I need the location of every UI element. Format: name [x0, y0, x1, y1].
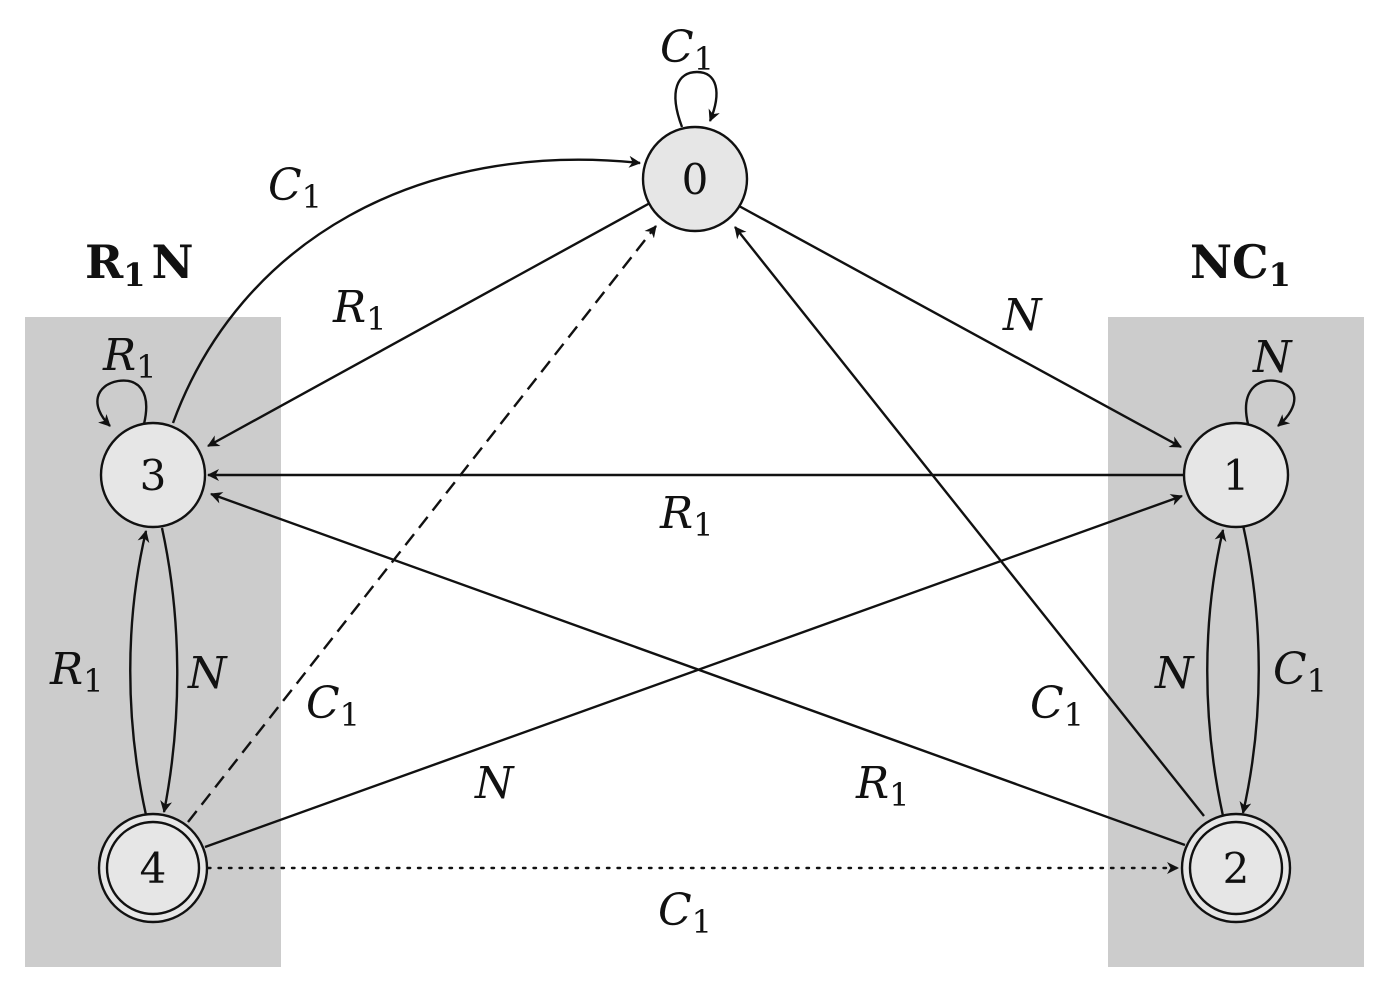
edge-4-1 [204, 494, 1183, 849]
state-2-label: 2 [1223, 844, 1250, 893]
edge-label-0-3: R1 [332, 282, 387, 338]
edge-4-3 [129, 530, 150, 816]
edge-1-1 [1245, 379, 1296, 427]
edge-label-4-2: C1 [658, 885, 712, 941]
edge-2-1 [1206, 529, 1227, 817]
edge-1-2 [1239, 524, 1260, 814]
edge-label-2-0: C1 [1030, 678, 1084, 734]
edge-label-3-0: C1 [268, 160, 322, 216]
edge-label-1-1: N [1252, 332, 1293, 383]
state-0-label: 0 [682, 155, 709, 204]
edge-2-3 [210, 492, 1186, 847]
edge-0-3 [207, 201, 651, 448]
state-1[interactable]: 1 [1182, 421, 1290, 529]
edge-label-1-3: R1 [659, 488, 714, 544]
edge-3-0 [171, 155, 641, 424]
region-right-label: NC1 [1190, 235, 1291, 294]
edge-2-0 [734, 226, 1205, 817]
edge-label-0-1: N [1002, 290, 1043, 341]
state-3[interactable]: 3 [99, 421, 207, 529]
edge-label-3-3: R1 [102, 330, 157, 386]
state-4-label: 4 [140, 844, 167, 893]
edge-4-0 [187, 225, 657, 823]
edge-label-4-3: R1 [49, 644, 104, 700]
state-1-label: 1 [1223, 451, 1250, 500]
edge-label-4-1: N [474, 758, 515, 809]
state-4[interactable]: 4 [97, 812, 209, 924]
edge-label-3-4: N [187, 648, 228, 699]
edge-label-1-2: C1 [1273, 644, 1327, 700]
edge-label-2-3: R1 [855, 758, 910, 814]
edge-0-1 [738, 204, 1182, 449]
edge-3-3 [96, 379, 148, 427]
edge-label-4-0: C1 [306, 678, 360, 734]
state-3-label: 3 [140, 451, 167, 500]
edge-label-2-1: N [1154, 648, 1195, 699]
edge-label-0-0: C1 [660, 22, 714, 78]
edge-0-0 [674, 70, 720, 128]
state-0[interactable]: 0 [641, 125, 749, 233]
edge-3-4 [160, 527, 179, 813]
state-2[interactable]: 2 [1180, 812, 1292, 924]
